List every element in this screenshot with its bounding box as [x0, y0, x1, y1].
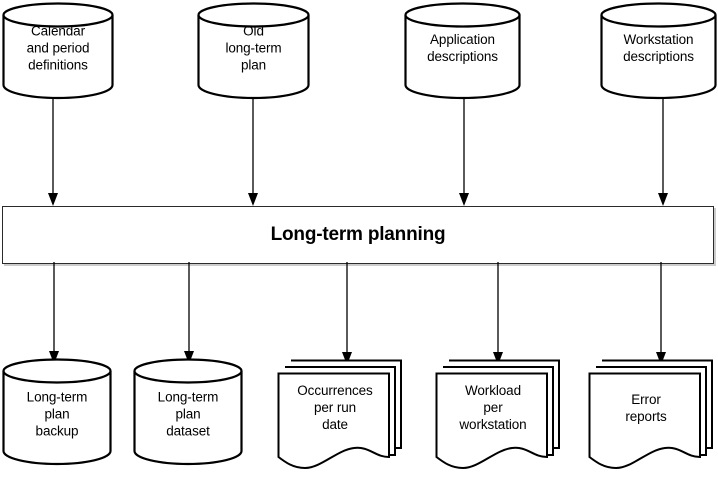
- flow-arrow-process-to-error-reports: [654, 262, 668, 366]
- flow-arrow-old-plan-to-process: [246, 98, 260, 208]
- cylinder-shape: [404, 2, 521, 100]
- flow-arrow-application-to-process: [457, 98, 471, 208]
- datastore-workstation-descriptions[interactable]: Workstation descriptions: [600, 2, 717, 100]
- document-occurrences-per-run-date[interactable]: Occurrences per run date: [277, 356, 405, 475]
- datastore-calendar-and-period-definitions[interactable]: Calendar and period definitions: [2, 2, 114, 100]
- cylinder-shape: [2, 2, 114, 100]
- document-workload-per-workstation[interactable]: Workload per workstation: [435, 356, 563, 475]
- process-label: Long-term planning: [270, 224, 446, 245]
- document-stack-shape: [277, 359, 402, 470]
- flow-arrow-workstation-to-process: [656, 98, 670, 208]
- flow-arrow-process-to-plan-backup: [47, 262, 61, 366]
- datastore-long-term-plan-backup[interactable]: Long-term plan backup: [2, 358, 112, 466]
- datastore-application-descriptions[interactable]: Application descriptions: [404, 2, 521, 100]
- cylinder-shape: [133, 358, 243, 466]
- flow-arrow-process-to-occurrences: [340, 262, 354, 366]
- flow-arrow-calendar-to-process: [46, 98, 60, 208]
- document-stack-shape: [435, 359, 560, 470]
- process-long-term-planning[interactable]: Long-term planning: [2, 206, 714, 264]
- datastore-long-term-plan-dataset[interactable]: Long-term plan dataset: [133, 358, 243, 466]
- document-error-reports[interactable]: Error reports: [588, 356, 716, 475]
- flow-arrow-process-to-plan-dataset: [182, 262, 196, 366]
- flow-arrow-process-to-workload: [491, 262, 505, 366]
- cylinder-shape: [600, 2, 717, 100]
- document-stack-shape: [588, 359, 713, 470]
- datastore-old-long-term-plan[interactable]: Old long-term plan: [197, 2, 310, 100]
- cylinder-shape: [197, 2, 310, 100]
- cylinder-shape: [2, 358, 112, 466]
